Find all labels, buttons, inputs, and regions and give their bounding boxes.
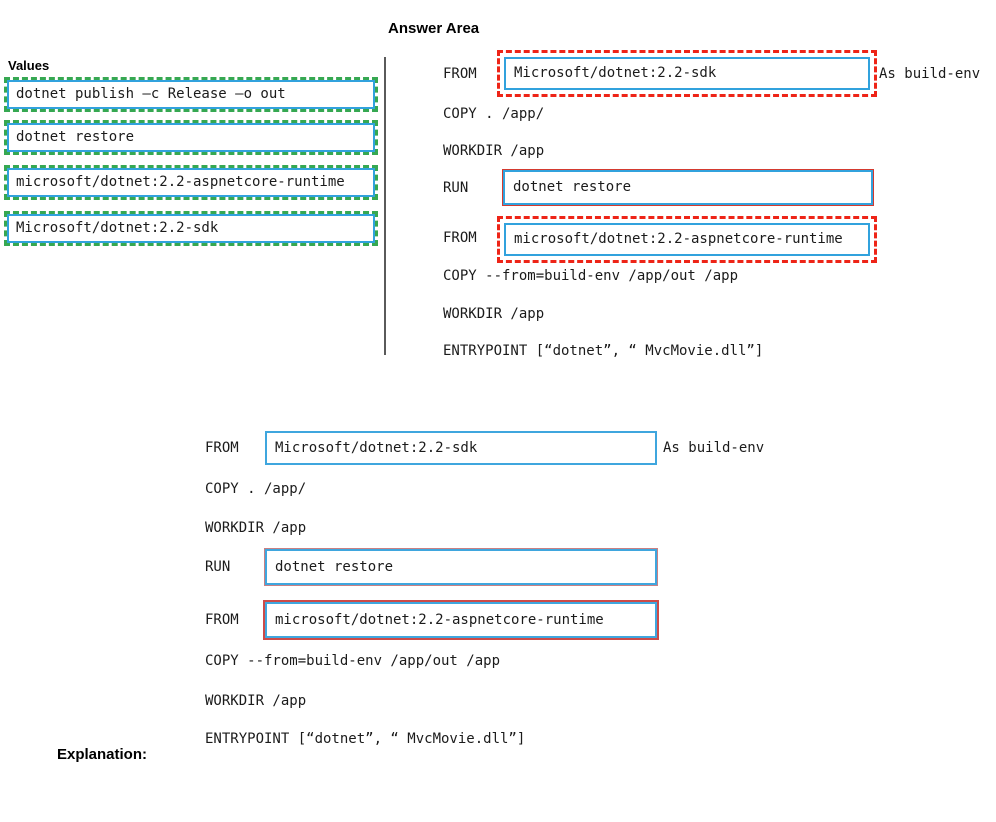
explain-line-copy-app: COPY . /app/ bbox=[205, 481, 307, 497]
value-chip-text: dotnet restore bbox=[16, 129, 135, 145]
drop-zone-inner: Microsoft/dotnet:2.2-sdk bbox=[504, 57, 870, 90]
explain-box-value: Microsoft/dotnet:2.2-sdk bbox=[275, 439, 478, 456]
value-chip-dotnet-restore[interactable]: dotnet restore bbox=[4, 120, 378, 155]
drop-zone-from-runtime[interactable]: microsoft/dotnet:2.2-aspnetcore-runtime bbox=[497, 216, 877, 263]
drop-zone-inner: microsoft/dotnet:2.2-aspnetcore-runtime bbox=[504, 223, 870, 256]
value-chip-dotnet-publish[interactable]: dotnet publish –c Release –o out bbox=[4, 77, 378, 112]
explain-box-value: microsoft/dotnet:2.2-aspnetcore-runtime bbox=[275, 611, 604, 628]
value-chip-text: microsoft/dotnet:2.2-aspnetcore-runtime bbox=[16, 174, 345, 190]
value-chip-inner: dotnet publish –c Release –o out bbox=[7, 80, 375, 109]
code-line-workdir: WORKDIR /app bbox=[443, 143, 545, 159]
explain-keyword-run: RUN bbox=[205, 559, 231, 575]
dockerfile-keyword-from: FROM bbox=[443, 66, 477, 82]
drop-zone-value: microsoft/dotnet:2.2-aspnetcore-runtime bbox=[514, 231, 843, 247]
value-chip-sdk[interactable]: Microsoft/dotnet:2.2-sdk bbox=[4, 211, 378, 246]
explain-keyword-from: FROM bbox=[205, 612, 239, 628]
explain-box-inner: dotnet restore bbox=[265, 549, 657, 585]
value-chip-inner: microsoft/dotnet:2.2-aspnetcore-runtime bbox=[7, 168, 375, 197]
explain-keyword-from: FROM bbox=[205, 440, 239, 456]
explain-line-entrypoint: ENTRYPOINT [“dotnet”, “ MvcMovie.dll”] bbox=[205, 731, 526, 747]
code-line-workdir: WORKDIR /app bbox=[443, 306, 545, 322]
value-chip-text: Microsoft/dotnet:2.2-sdk bbox=[16, 220, 219, 236]
code-line-entrypoint: ENTRYPOINT [“dotnet”, “ MvcMovie.dll”] bbox=[443, 343, 764, 359]
value-chip-inner: Microsoft/dotnet:2.2-sdk bbox=[7, 214, 375, 243]
explain-line-workdir: WORKDIR /app bbox=[205, 693, 307, 709]
dockerfile-keyword-run: RUN bbox=[443, 180, 469, 196]
explain-box-from-runtime: microsoft/dotnet:2.2-aspnetcore-runtime bbox=[263, 600, 659, 640]
code-line-copy-from-build-env: COPY --from=build-env /app/out /app bbox=[443, 268, 739, 284]
answer-area-title: Answer Area bbox=[388, 20, 480, 37]
explain-box-run-restore: dotnet restore bbox=[264, 548, 658, 586]
explanation-label: Explanation: bbox=[57, 746, 148, 763]
drop-zone-inner: dotnet restore bbox=[503, 170, 873, 205]
build-env-suffix: As build-env bbox=[879, 66, 981, 82]
explain-box-inner: microsoft/dotnet:2.2-aspnetcore-runtime bbox=[265, 602, 657, 638]
explain-box-from-sdk: Microsoft/dotnet:2.2-sdk bbox=[265, 431, 657, 465]
explain-build-env-suffix: As build-env bbox=[663, 440, 765, 456]
drop-zone-run-restore[interactable]: dotnet restore bbox=[502, 169, 874, 206]
dockerfile-keyword-from: FROM bbox=[443, 230, 477, 246]
values-label: Values bbox=[8, 58, 50, 73]
explain-line-workdir: WORKDIR /app bbox=[205, 520, 307, 536]
value-chip-inner: dotnet restore bbox=[7, 123, 375, 152]
explain-box-value: dotnet restore bbox=[275, 558, 394, 575]
code-line-copy-app: COPY . /app/ bbox=[443, 106, 545, 122]
drop-zone-value: dotnet restore bbox=[513, 179, 632, 195]
drop-zone-from-sdk[interactable]: Microsoft/dotnet:2.2-sdk bbox=[497, 50, 877, 97]
drop-zone-value: Microsoft/dotnet:2.2-sdk bbox=[514, 65, 717, 81]
explain-line-copy-from-build-env: COPY --from=build-env /app/out /app bbox=[205, 653, 501, 669]
divider-line bbox=[384, 57, 386, 355]
value-chip-aspnetcore-runtime[interactable]: microsoft/dotnet:2.2-aspnetcore-runtime bbox=[4, 165, 378, 200]
value-chip-text: dotnet publish –c Release –o out bbox=[16, 86, 286, 102]
